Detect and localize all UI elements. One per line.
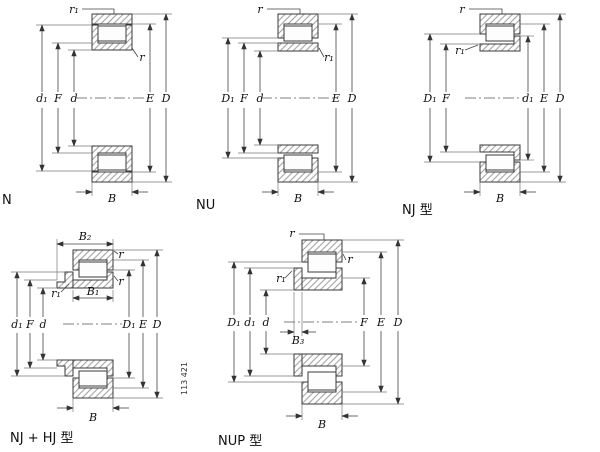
diagram-nup: r r r₁ B₃ D₁ d₁ d F E D B <box>226 230 404 431</box>
r1-leader <box>284 270 293 279</box>
dim-label-E: E <box>376 316 385 329</box>
diagram-nu: r r₁ D₁ F d E D B <box>220 4 358 204</box>
dim-label-B: B <box>293 192 302 204</box>
hj-angle-ring <box>56 271 74 289</box>
dim-label-d1: d₁ <box>11 318 22 331</box>
dimension-lines <box>225 8 355 195</box>
dim-label-E: E <box>145 92 154 105</box>
dim-label-r: r <box>459 4 465 16</box>
dim-label-d: d <box>70 92 77 105</box>
r-top-leader <box>299 233 325 240</box>
loose-flange-washer <box>293 267 303 291</box>
dim-label-r: r <box>257 4 263 16</box>
dim-label-D1: D₁ <box>226 316 240 329</box>
dimension-labels: r r r₁ B₃ D₁ d₁ d F E D B <box>226 230 402 431</box>
dim-label-D: D <box>152 318 162 331</box>
r-outer-leader <box>113 250 119 255</box>
caption-n: N <box>2 193 12 208</box>
diagram-nj: r r₁ D₁ F d₁ E D B <box>422 4 566 204</box>
r1-leader <box>464 44 479 51</box>
dim-label-r-top: r <box>289 230 295 240</box>
r-side-leader <box>342 253 347 261</box>
dim-label-D: D <box>393 316 403 329</box>
dim-label-d1: d₁ <box>522 92 533 105</box>
dim-label-D1: D₁ <box>422 92 436 105</box>
dim-label-r-side: r <box>347 253 353 266</box>
cross-section <box>284 239 359 405</box>
dimension-labels: r₁ r d₁ F d E D B <box>36 4 170 204</box>
loose-flange-washer-mirror <box>293 353 303 377</box>
dim-label-d1: d₁ <box>244 316 255 329</box>
dim-label-F: F <box>239 92 248 105</box>
dim-label-B: B <box>107 192 116 204</box>
diagram-nj-hj: B₂ r r r₁ B₁ d₁ F d D₁ E D B 113 421 <box>11 232 189 424</box>
dim-label-D1: D₁ <box>220 92 234 105</box>
dim-label-F: F <box>359 316 368 329</box>
hj-angle-ring-mirror <box>56 359 74 377</box>
dim-label-r-inner: r <box>118 275 124 288</box>
r1-leader <box>82 8 115 14</box>
cross-section <box>56 249 122 399</box>
r-leader <box>267 8 301 14</box>
dim-label-r1: r₁ <box>276 272 286 285</box>
r-leader <box>469 8 503 14</box>
r-inner-leader <box>113 275 119 282</box>
dim-label-E: E <box>331 92 340 105</box>
r1-leader <box>318 47 325 58</box>
dim-label-B2: B₂ <box>78 232 92 243</box>
dimension-lines <box>39 8 169 195</box>
dim-label-r-outer: r <box>118 248 124 261</box>
dim-label-F: F <box>25 318 34 331</box>
dim-label-r1: r₁ <box>455 44 465 57</box>
cross-section <box>261 13 335 183</box>
dimension-lines <box>231 233 401 419</box>
dim-label-r1: r₁ <box>69 4 79 16</box>
dim-label-D: D <box>161 92 171 105</box>
caption-nj: NJ 型 <box>402 203 433 218</box>
caption-nu: NU <box>196 198 216 213</box>
dim-label-B: B <box>495 192 504 204</box>
r1-leader <box>60 283 70 293</box>
dim-label-B: B <box>317 418 326 431</box>
caption-nj-hj: NJ + HJ 型 <box>10 431 74 446</box>
dim-label-B: B <box>88 411 97 424</box>
dim-label-d: d <box>39 318 46 331</box>
dimension-labels: r r₁ D₁ F d₁ E D B <box>422 4 564 204</box>
dim-label-r: r <box>139 51 145 64</box>
dim-label-F: F <box>53 92 62 105</box>
dimension-labels: B₂ r r r₁ B₁ d₁ F d D₁ E D B 113 421 <box>11 232 189 424</box>
dim-label-B3: B₃ <box>291 334 305 347</box>
dim-label-D: D <box>555 92 565 105</box>
dimension-labels: r r₁ D₁ F d E D B <box>220 4 356 204</box>
cross-section <box>465 13 524 183</box>
cross-section <box>76 13 148 183</box>
dim-label-r1: r₁ <box>324 51 334 64</box>
caption-nup: NUP 型 <box>218 434 263 449</box>
r-leader <box>131 47 139 58</box>
dim-label-D1: D₁ <box>121 318 135 331</box>
dim-label-d1: d₁ <box>36 92 47 105</box>
dim-label-d: d <box>262 316 269 329</box>
dim-label-E: E <box>138 318 147 331</box>
diagram-n: r₁ r d₁ F d E D B <box>36 4 172 204</box>
dim-label-E: E <box>539 92 548 105</box>
dim-label-D: D <box>347 92 357 105</box>
dim-label-B1: B₁ <box>86 285 100 298</box>
figure-number: 113 421 <box>180 362 189 395</box>
dim-label-r1: r₁ <box>51 287 61 300</box>
dim-label-d: d <box>256 92 263 105</box>
dimension-lines <box>14 241 160 411</box>
dim-label-F: F <box>441 92 450 105</box>
dimension-lines <box>427 8 563 195</box>
